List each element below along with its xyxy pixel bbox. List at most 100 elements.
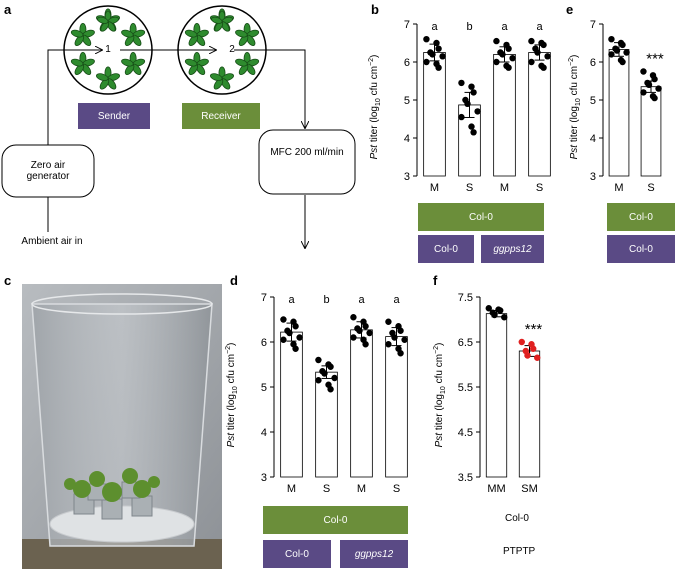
y-tick-label: 7.5 — [458, 292, 473, 304]
data-point — [362, 341, 369, 348]
panel-letter-c: c — [4, 273, 12, 288]
data-point — [534, 49, 541, 56]
data-point — [524, 352, 531, 359]
data-point — [280, 336, 287, 343]
data-point — [315, 377, 322, 384]
receiver-tag: Receiver — [182, 103, 260, 129]
y-axis-label: Pst titer (log10 cfu cm−2) — [433, 343, 447, 448]
plant-icon — [235, 51, 260, 76]
data-point — [435, 64, 442, 71]
data-point — [468, 83, 475, 90]
y-tick-label: 7 — [590, 19, 596, 31]
plant-icon — [121, 51, 146, 76]
y-axis-label: Pst titer (log10 cfu cm−2) — [368, 55, 382, 160]
sig-letter: a — [288, 294, 295, 306]
data-point — [433, 39, 440, 47]
data-point — [315, 356, 322, 364]
outflow-line — [234, 49, 305, 128]
data-point — [530, 345, 537, 352]
bar — [315, 371, 338, 478]
data-point — [619, 58, 626, 66]
data-point — [623, 49, 630, 56]
plant-icon — [210, 66, 234, 90]
zero-air-label: Zero air generator — [26, 160, 70, 182]
data-point — [485, 305, 492, 312]
x-tick-label: M — [430, 182, 439, 194]
data-point — [423, 36, 430, 43]
data-point — [540, 41, 547, 49]
x-tick-label: S — [647, 182, 654, 194]
tag-b-sender-col0: Col-0 — [418, 235, 474, 263]
sig-letter: a — [536, 21, 543, 33]
y-tick-label: 5 — [261, 382, 267, 394]
data-point — [327, 363, 334, 370]
tag-b-receiver-col0: Col-0 — [418, 203, 544, 231]
tag-e-sender-col0: Col-0 — [607, 235, 675, 263]
y-tick-label: 7 — [261, 292, 267, 304]
x-tick-label: M — [500, 182, 509, 194]
data-point — [350, 314, 357, 321]
bar — [493, 54, 516, 177]
bar — [640, 86, 662, 177]
data-point — [292, 323, 299, 330]
data-point — [327, 386, 334, 393]
y-tick-label: 3 — [404, 171, 410, 183]
data-point — [608, 51, 615, 58]
chamber-2-label: 2 — [229, 44, 235, 55]
y-tick-label: 6.5 — [458, 337, 473, 349]
y-tick-label: 4 — [590, 133, 596, 145]
sig-stars: *** — [525, 321, 543, 338]
plant-icon — [70, 22, 95, 47]
bar — [280, 331, 303, 478]
data-point — [640, 68, 647, 75]
data-point — [493, 37, 500, 45]
data-point — [350, 334, 357, 341]
sig-letter: b — [466, 21, 472, 33]
y-tick-label: 4.5 — [458, 427, 473, 439]
data-point — [518, 338, 525, 346]
data-point — [321, 370, 328, 377]
data-point — [464, 100, 471, 108]
y-tick-label: 6 — [261, 337, 267, 349]
tag-d-receiver-col0: Col-0 — [263, 506, 408, 534]
bar — [518, 350, 541, 478]
data-point — [292, 345, 299, 352]
chamber-1-label: 1 — [105, 44, 111, 55]
y-tick-label: 3 — [261, 472, 267, 484]
x-tick-label: S — [323, 483, 330, 495]
data-point — [458, 113, 465, 121]
sig-stars: *** — [646, 51, 664, 68]
data-point — [468, 123, 475, 130]
y-tick-label: 5 — [404, 95, 410, 107]
f-col0-label: Col-0 — [505, 513, 529, 524]
x-tick-label: SM — [521, 483, 538, 495]
panel-letter-f: f — [433, 273, 438, 288]
sig-letter: a — [431, 21, 438, 33]
data-point — [509, 55, 516, 62]
data-point — [651, 75, 658, 83]
zero-air-box — [1, 144, 95, 198]
data-point — [397, 327, 404, 334]
x-tick-label: S — [536, 182, 543, 194]
data-point — [528, 37, 535, 45]
tag-e-receiver-col0: Col-0 — [607, 203, 675, 231]
data-point — [435, 45, 442, 52]
y-axis-label: Pst titer (log10 cfu cm−2) — [568, 55, 582, 160]
mfc-box — [258, 129, 356, 195]
data-point — [491, 311, 498, 319]
y-tick-label: 3 — [590, 171, 596, 183]
data-point — [397, 350, 404, 357]
y-tick-label: 3.5 — [458, 472, 473, 484]
data-point — [619, 41, 626, 49]
plant-icon — [184, 22, 209, 47]
data-point — [439, 53, 446, 60]
tag-d-sender-ggpps12: ggpps12 — [340, 540, 408, 568]
data-point — [423, 58, 430, 66]
data-point — [640, 89, 647, 96]
data-point — [391, 334, 398, 341]
plant-icon — [184, 51, 209, 76]
y-tick-label: 7 — [404, 19, 410, 31]
bar — [423, 52, 446, 177]
